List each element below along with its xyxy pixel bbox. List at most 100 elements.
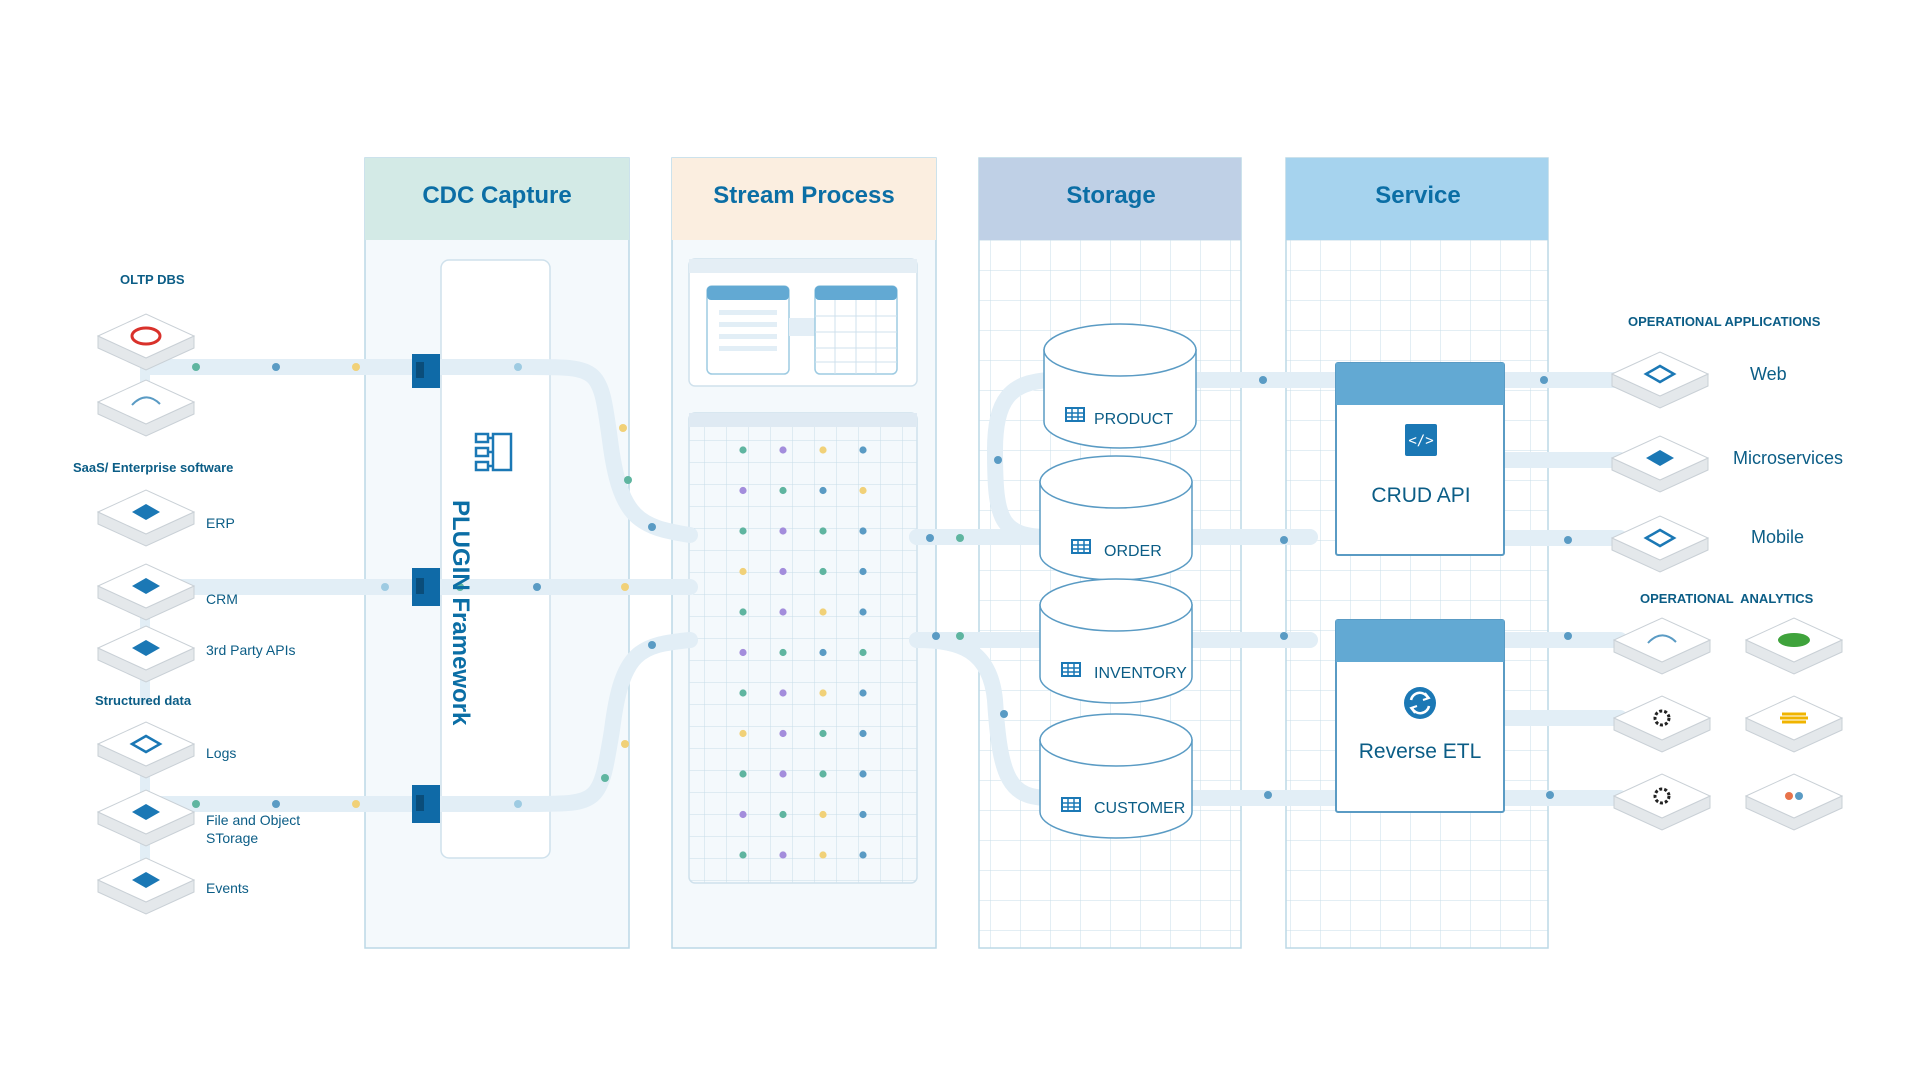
- saas-group-title: SaaS/ Enterprise software: [73, 460, 234, 475]
- stream-dot: [739, 689, 747, 697]
- clickhouse-icon: [1744, 695, 1844, 753]
- erp-icon: [96, 489, 196, 547]
- api-icon: [96, 625, 196, 683]
- source-label-crm: CRM: [206, 591, 238, 607]
- cdc-connectors: [412, 354, 440, 823]
- column-title-storage: Storage: [1066, 182, 1156, 209]
- stream-dot: [859, 729, 867, 738]
- stream-dot: [779, 527, 787, 535]
- svg-text:</>: </>: [1408, 433, 1433, 449]
- stream-dot: [739, 446, 747, 454]
- stream-dot: [779, 851, 787, 859]
- stream-dot: [819, 851, 827, 859]
- storage-column: [978, 157, 1242, 949]
- structured-group-title: Structured data: [95, 693, 192, 708]
- mysql-db-icon: [96, 379, 196, 437]
- web-icon: [1610, 351, 1710, 409]
- stream-dot: [859, 608, 867, 616]
- stream-table-icon-left: [706, 285, 790, 375]
- kafka-icon: [1612, 695, 1712, 753]
- crud-api-box: </>: [1335, 362, 1505, 556]
- operational-applications-title: OPERATIONAL APPLICATIONS: [1628, 314, 1821, 329]
- stream-dot: [859, 486, 867, 495]
- table-label-product: PRODUCT: [1094, 411, 1174, 428]
- storage-cylinder: [1043, 323, 1197, 449]
- stream-dot: [779, 648, 787, 657]
- mysql-analytics-icon: [1612, 617, 1712, 675]
- snowflake-icon: [1612, 773, 1712, 831]
- stream-dot: [779, 486, 787, 495]
- stream-dot: [779, 810, 787, 819]
- mongodb-icon: [1744, 617, 1844, 675]
- table-label-inventory: INVENTORY: [1094, 665, 1187, 682]
- stream-dot: [779, 608, 787, 616]
- stream-dot: [739, 770, 747, 778]
- source-label-logs: Logs: [206, 745, 237, 761]
- stream-dot: [819, 810, 827, 819]
- reverse-etl-box: [1335, 619, 1505, 813]
- stream-dot: [779, 567, 787, 576]
- table-label-customer: CUSTOMER: [1094, 800, 1186, 817]
- stream-dot: [739, 608, 747, 616]
- stream-dot: [819, 689, 827, 697]
- column-title-stream: Stream Process: [713, 182, 895, 209]
- stream-dot: [859, 567, 867, 576]
- cdc-column: [364, 157, 630, 949]
- reverse-etl-label: Reverse ETL: [1358, 740, 1482, 763]
- mobile-icon: [1610, 515, 1710, 573]
- app-label-microservices: Microservices: [1733, 448, 1844, 468]
- plugin-icon: [474, 432, 513, 472]
- storage-cylinder: [1039, 455, 1193, 581]
- table-icon: [1071, 539, 1091, 554]
- stream-dot: [739, 486, 747, 495]
- stream-table-link: [789, 318, 815, 336]
- stream-dot: [819, 527, 827, 535]
- column-title-service: Service: [1375, 182, 1461, 209]
- stream-dot: [779, 689, 787, 697]
- stream-dot: [739, 729, 747, 738]
- stream-dot: [859, 689, 867, 697]
- stream-column: [671, 157, 937, 949]
- microservices-icon: [1610, 435, 1710, 493]
- operational-analytics-title: OPERATIONAL ANALYTICS: [1640, 591, 1814, 606]
- stream-dot: [819, 567, 827, 576]
- storage-cylinder: [1039, 713, 1193, 839]
- stream-dot: [859, 648, 867, 657]
- stream-dot: [859, 851, 867, 859]
- source-label-3rd-party-apis: 3rd Party APIs: [206, 642, 296, 658]
- oracle-db-icon: [96, 313, 196, 371]
- stream-dot: [739, 810, 747, 819]
- source-label-file-storage: File and Object STorage: [206, 812, 301, 846]
- source-label-erp: ERP: [206, 515, 235, 531]
- stream-dot: [739, 527, 747, 535]
- storage-cylinder: [1039, 578, 1193, 704]
- events-icon: [96, 857, 196, 915]
- crm-icon: [96, 563, 196, 621]
- plugin-framework-label: PLUGIN Framework: [447, 500, 474, 726]
- app-label-web: Web: [1750, 364, 1787, 384]
- code-icon: [1405, 424, 1437, 456]
- stream-dot: [819, 608, 827, 616]
- stream-dot: [859, 770, 867, 778]
- stream-dot: [819, 486, 827, 495]
- logs-icon: [96, 721, 196, 779]
- storage-tables: [1039, 323, 1197, 839]
- column-title-cdc: CDC Capture: [422, 182, 572, 209]
- stream-dot: [739, 851, 747, 859]
- stream-dot: [859, 810, 867, 819]
- stream-table-icon-right: [814, 285, 898, 375]
- table-label-order: ORDER: [1104, 543, 1162, 560]
- table-icon: [1065, 407, 1085, 422]
- app-label-mobile: Mobile: [1751, 527, 1805, 547]
- stream-dot-grid: [739, 446, 867, 859]
- stream-dot: [819, 446, 827, 454]
- stream-dot: [779, 729, 787, 738]
- source-label-events: Events: [206, 880, 249, 896]
- stream-dot: [819, 770, 827, 778]
- crud-api-label: CRUD API: [1371, 484, 1471, 507]
- stream-dot: [739, 648, 747, 657]
- stream-dot: [859, 446, 867, 454]
- table-icon: [1061, 662, 1081, 677]
- oltp-group-title: OLTP DBS: [120, 272, 185, 287]
